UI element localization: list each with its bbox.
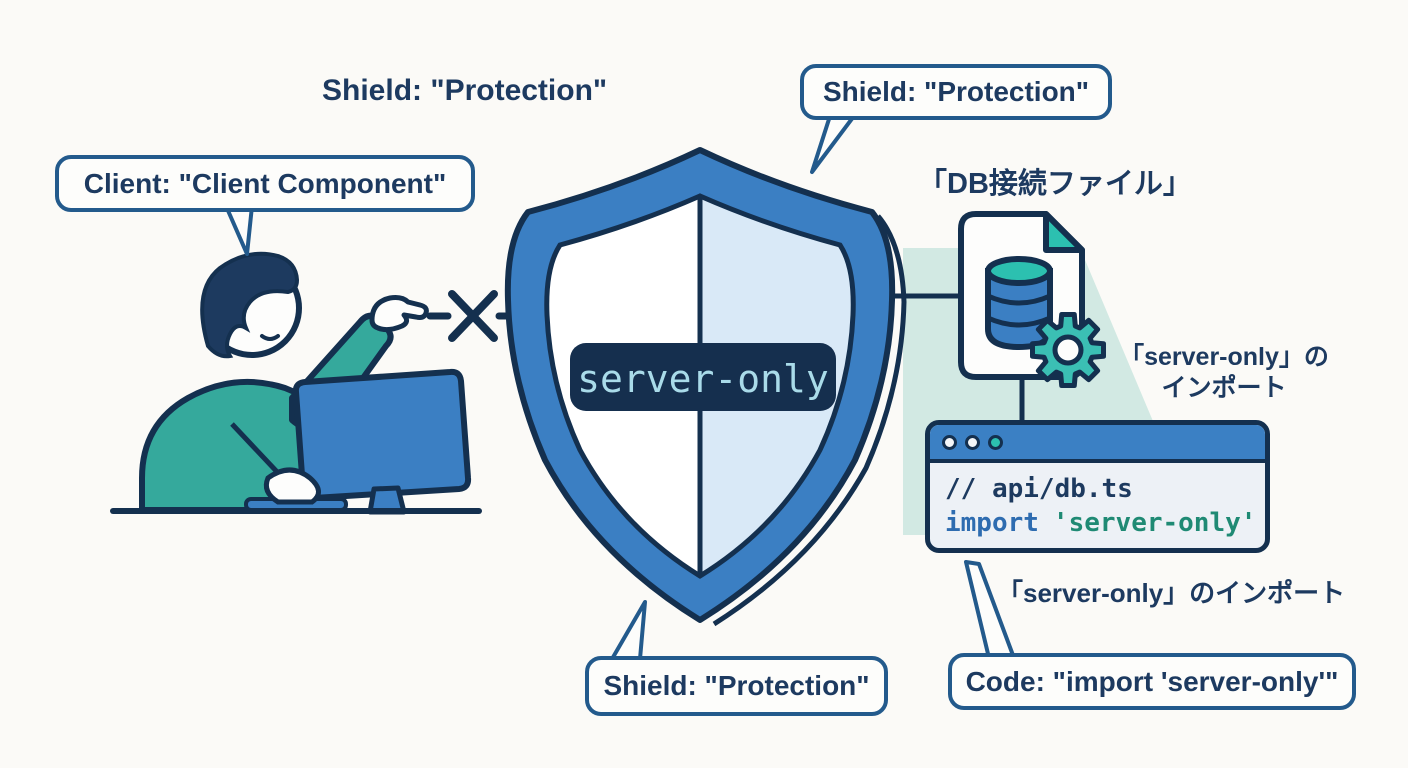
code-window: // api/db.ts import 'server-only': [925, 420, 1270, 553]
callout-shield-top-right: Shield: "Protection": [800, 64, 1112, 120]
callout-client: Client: "Client Component": [55, 155, 475, 212]
window-dot-icon: [965, 434, 980, 450]
x-mark: [448, 290, 498, 342]
server-only-badge: [570, 343, 836, 411]
person-mouth: [260, 334, 280, 341]
shield-top-callout-tail: [810, 114, 856, 174]
code-import-string: 'server-only': [1052, 508, 1257, 538]
typing-hand: [263, 467, 321, 505]
callout-client-text: Client: "Client Component": [83, 167, 447, 199]
monitor: [292, 368, 472, 502]
database-band: [986, 293, 1052, 306]
label-shield-top-left: Shield: "Protection": [322, 74, 608, 107]
note-server-only-import-side: 「server-only」の インポート: [1118, 342, 1330, 404]
note-server-only-import-bottom: 「server-only」のインポート: [997, 578, 1346, 608]
client-callout-tail: [224, 204, 254, 256]
shield: server-only: [504, 147, 907, 627]
label-db-file: 「DB接続ファイル」: [918, 168, 1192, 200]
shield-3d-edge: [712, 214, 907, 627]
callout-shield-bottom-text: Shield: "Protection": [603, 670, 870, 701]
person-illustration: [110, 251, 482, 515]
pointing-hand: [369, 295, 429, 333]
callout-shield-bottom: Shield: "Protection": [585, 656, 888, 716]
note-side-line2: インポート: [1161, 374, 1287, 402]
code-import-line: import 'server-only': [945, 506, 1256, 540]
window-dot-icon: [942, 434, 957, 450]
code-window-titlebar: [930, 425, 1265, 463]
code-body: // api/db.ts import 'server-only': [930, 463, 1265, 548]
gear-center: [1052, 334, 1084, 366]
shield-bottom-callout-tail: [610, 600, 647, 661]
code-import-keyword: import: [945, 508, 1039, 538]
note-side-line1: 「server-only」の: [1119, 343, 1329, 371]
callout-shield-top-right-text: Shield: "Protection": [822, 76, 1090, 107]
person-hair: [200, 251, 300, 359]
code-comment-line: // api/db.ts: [945, 474, 1133, 504]
window-dot-icon: [988, 434, 1003, 450]
database-top: [985, 256, 1053, 286]
server-only-badge-text: server-only: [577, 357, 829, 401]
file-fold-corner: [1043, 211, 1085, 253]
callout-code: Code: "import 'server-only'": [948, 653, 1356, 710]
callout-code-text: Code: "import 'server-only'": [965, 665, 1339, 697]
db-file-icon: [958, 211, 1106, 388]
